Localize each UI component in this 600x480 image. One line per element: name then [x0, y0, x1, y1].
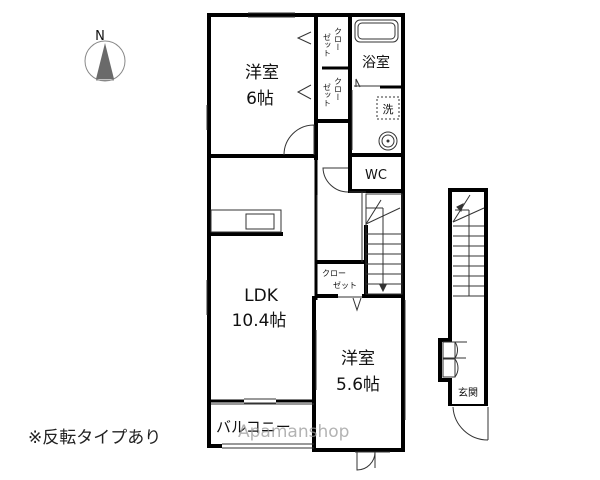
entrance-annex-walls [438, 188, 488, 406]
north-compass-icon: N [84, 29, 126, 82]
closet-2-label-b: ゼット [323, 83, 332, 107]
room-ldk: LDK 10.4帖 [232, 286, 287, 331]
entrance-annex-details [442, 194, 489, 441]
watermark: Apamanshop [238, 422, 349, 442]
closet-3-label-a: クロー [322, 269, 346, 278]
entrance-label: 玄関 [458, 386, 478, 399]
compass-label: N [95, 29, 105, 44]
closet-1-label-a: クロー [334, 27, 343, 51]
balcony-label: バルコニー [216, 418, 291, 436]
room-western-2: 洋室 5.6帖 [336, 349, 380, 395]
reverse-type-note: ※反転タイプあり [28, 428, 162, 448]
room-western-2-size: 5.6帖 [336, 375, 380, 395]
closet-3-label-b: ゼット [333, 280, 357, 290]
closet-3: クロー ゼット [322, 269, 357, 290]
room-ldk-size: 10.4帖 [232, 311, 287, 331]
room-western-1-name: 洋室 [245, 63, 279, 83]
closet-1-label-b: ゼット [323, 33, 332, 57]
main-unit-details [206, 12, 406, 471]
bathroom-label: 浴室 [362, 54, 390, 71]
main-unit-walls [207, 13, 405, 452]
room-western-1: 洋室 6帖 [245, 63, 279, 109]
closet-1: クロー ゼット [323, 27, 343, 57]
closet-2-label-a: クロー [334, 77, 343, 101]
room-western-1-size: 6帖 [246, 89, 274, 109]
washroom-label: 洗 [383, 103, 394, 116]
wc-label: WC [365, 168, 387, 183]
room-ldk-name: LDK [244, 286, 279, 306]
room-western-2-name: 洋室 [341, 349, 375, 369]
closet-2: クロー ゼット [323, 77, 343, 107]
